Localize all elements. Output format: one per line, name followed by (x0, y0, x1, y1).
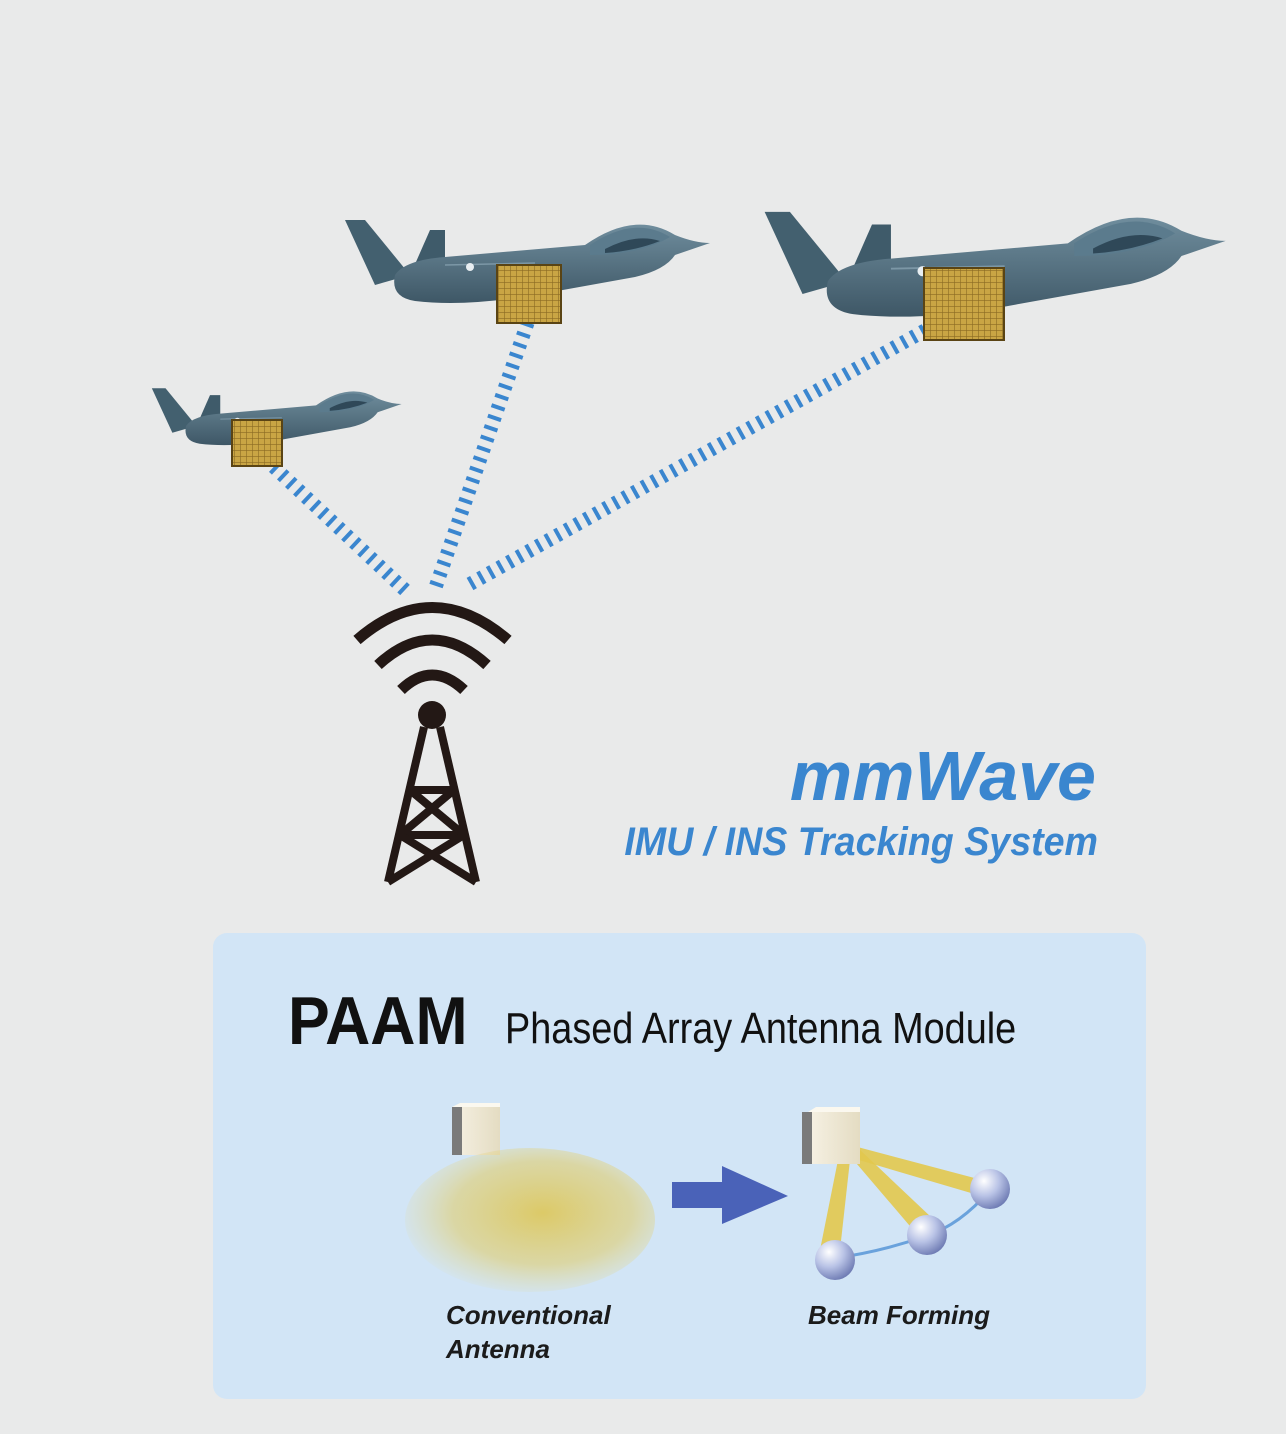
drone-icon (151, 387, 403, 467)
paam-full-name: Phased Array Antenna Module (505, 1004, 1017, 1053)
conventional-beam (405, 1148, 655, 1292)
drone-icon (763, 210, 1227, 341)
radio-tower-icon (384, 701, 480, 886)
system-title: mmWave (789, 737, 1096, 815)
paam-acronym: PAAM (288, 983, 468, 1059)
antenna-array-icon (231, 419, 283, 467)
node-sphere-icon (970, 1169, 1010, 1209)
antenna-module-icon (452, 1103, 500, 1155)
signal-beams (253, 305, 962, 596)
node-sphere-icon (815, 1240, 855, 1280)
beam-forming-label: Beam Forming (808, 1300, 991, 1330)
antenna-array-icon (496, 264, 562, 324)
conventional-label-line1: Conventional (446, 1300, 611, 1330)
node-sphere-icon (907, 1215, 947, 1255)
wifi-waves-icon (353, 602, 512, 695)
antenna-array-icon (923, 267, 1005, 341)
arrow-right-icon (672, 1166, 788, 1224)
antenna-module-icon (802, 1107, 860, 1164)
drone-icon (344, 219, 711, 324)
system-subtitle: IMU / INS Tracking System (624, 820, 1098, 864)
beam-forming-illustration (802, 1107, 1010, 1280)
conventional-label-line2: Antenna (446, 1334, 550, 1364)
conventional-antenna-label: Conventional Antenna (446, 1298, 611, 1366)
paam-panel (213, 933, 1146, 1399)
